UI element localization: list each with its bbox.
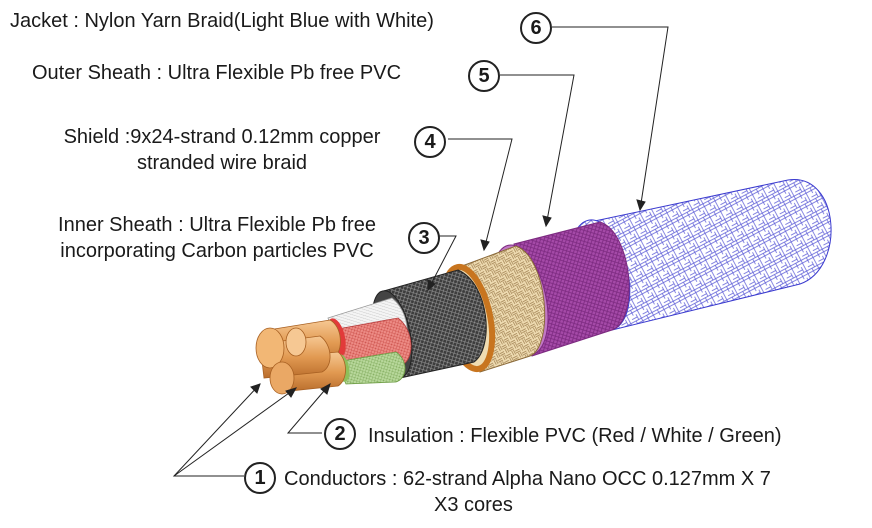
leader-line-1b: [173, 387, 297, 477]
callout-5-badge: 5: [468, 60, 500, 92]
label-jacket: Jacket : Nylon Yarn Braid(Light Blue wit…: [10, 8, 434, 34]
shield-label-line-2: stranded wire braid: [136, 152, 308, 174]
jacket-label-line-1: Jacket : Nylon Yarn Braid(Light Blue wit…: [10, 10, 434, 32]
callout-6-badge: 6: [520, 12, 552, 44]
insulation-label-line-1: Insulation : Flexible PVC (Red / White /…: [368, 425, 782, 447]
callout-1-badge: 1: [244, 462, 276, 494]
callout-2-badge: 2: [324, 418, 356, 450]
leader-line-2: [286, 383, 331, 434]
copper-conductors: [255, 319, 346, 395]
label-conductors: Conductors : 62-strand Alpha Nano OCC 0.…: [284, 466, 771, 518]
inner-sheath-label-line-2: incorporating Carbon particles PVC: [60, 240, 374, 262]
callout-4-badge: 4: [414, 126, 446, 158]
shield-label-line-1: Shield :9x24-strand 0.12mm copper: [63, 126, 381, 148]
callout-3-badge: 3: [408, 222, 440, 254]
conductors-label-line-1: Conductors : 62-strand Alpha Nano OCC 0.…: [284, 468, 771, 490]
leader-line-6: [552, 26, 669, 211]
conductors-label-line-2: X3 cores: [434, 494, 513, 516]
inner-sheath-label-line-1: Inner Sheath : Ultra Flexible Pb free: [58, 214, 376, 236]
label-insulation: Insulation : Flexible PVC (Red / White /…: [368, 423, 782, 449]
leader-lines: [172, 26, 669, 477]
leader-line-5: [500, 74, 575, 227]
label-outer-sheath: Outer Sheath : Ultra Flexible Pb free PV…: [32, 60, 401, 86]
outer-sheath-label-line-1: Outer Sheath : Ultra Flexible Pb free PV…: [32, 62, 402, 84]
label-inner-sheath: Inner Sheath : Ultra Flexible Pb free in…: [28, 212, 406, 264]
label-shield: Shield :9x24-strand 0.12mm copper strand…: [32, 124, 412, 176]
leader-line-3: [427, 235, 457, 291]
leader-line-4: [448, 138, 513, 251]
leader-line-1a: [172, 383, 261, 477]
